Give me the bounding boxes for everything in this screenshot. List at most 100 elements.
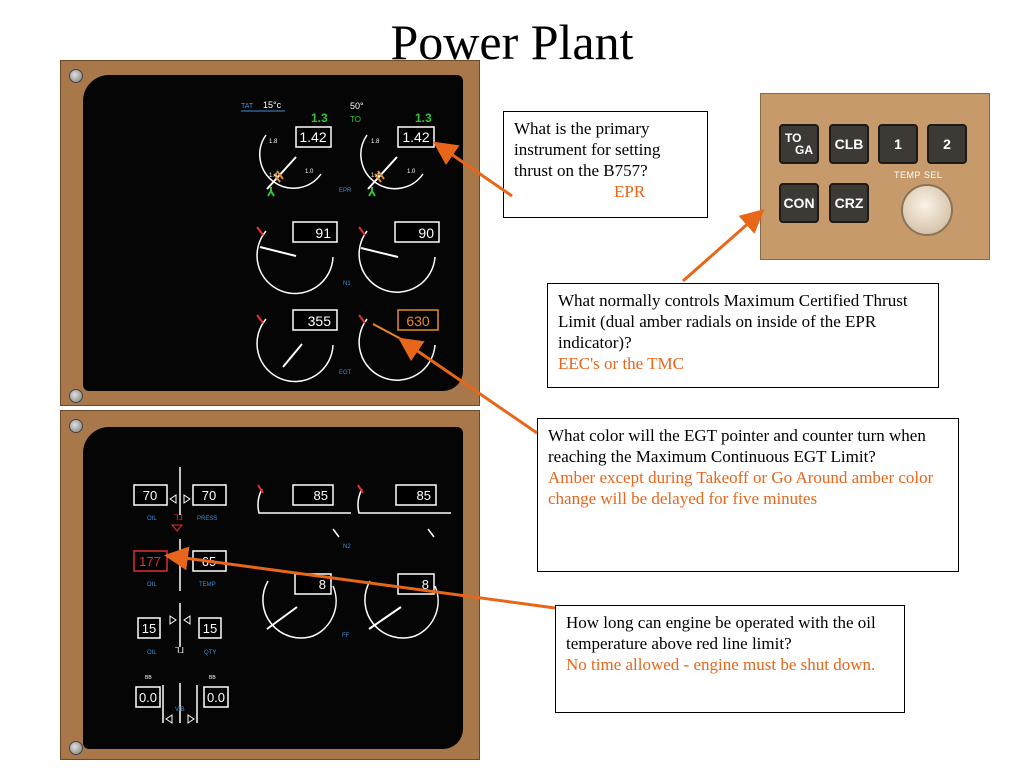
bb-label-right: BB xyxy=(209,675,216,681)
n1-left-arc xyxy=(256,230,334,295)
temp-label: TEMP xyxy=(199,582,216,588)
epr-limit-left: 1.3 xyxy=(311,111,328,125)
epr-left-box xyxy=(295,126,332,148)
egt-label: EGT xyxy=(339,370,352,376)
epr-right-value: 1.42 xyxy=(402,129,429,145)
oil-press-right-value: 70 xyxy=(202,488,216,503)
question-box-2: What normally controls Maximum Certified… xyxy=(547,283,939,388)
thrust-2-button[interactable]: 2 xyxy=(927,124,967,164)
n2-right-box xyxy=(395,484,437,506)
vib-left-box xyxy=(135,686,161,708)
question-text: What color will the EGT pointer and coun… xyxy=(548,426,926,466)
egt-right-box xyxy=(397,309,439,331)
oil-temp-left-value: 177 xyxy=(139,554,161,569)
oil-label-2: OIL xyxy=(147,582,157,588)
oil-qty-left-box xyxy=(137,617,161,639)
epr-limit-right: 1.3 xyxy=(415,111,432,125)
ff-label: FF xyxy=(342,633,350,639)
oil-qty-right-value: 15 xyxy=(203,621,217,636)
epr-left-18: 1.8 xyxy=(269,139,278,145)
thrust-1-button[interactable]: 1 xyxy=(878,124,918,164)
thrust-mode-select-panel: TO GA CLB 1 2 CON CRZ TEMP SEL xyxy=(760,93,990,260)
arrow-mode-panel xyxy=(682,209,765,283)
oil-label-1: OIL xyxy=(147,516,157,522)
vib-left-value: 0.0 xyxy=(139,690,157,705)
epr-right-pointer xyxy=(367,156,398,190)
epr-left-10: 1.0 xyxy=(305,169,314,175)
n1-right-arc xyxy=(358,230,436,293)
epr-label: EPR xyxy=(339,188,352,194)
question-text: What normally controls Maximum Certified… xyxy=(558,291,908,352)
oil-press-left-box xyxy=(133,484,168,506)
oil-press-left-value: 70 xyxy=(143,488,157,503)
question-text: What is the primary instrument for setti… xyxy=(514,119,661,180)
upper-eicas-panel: TAT 15°c 50° TO 1.3 1.3 1.8 1.4 1.0 1.42… xyxy=(60,60,480,406)
egt-left-arc xyxy=(256,318,334,383)
toga-button[interactable]: TO GA xyxy=(779,124,819,164)
n1-left-pointer xyxy=(259,246,297,257)
temp-sel-label: TEMP SEL xyxy=(894,170,943,180)
n2-right-value: 85 xyxy=(417,488,431,503)
bb-label-left: BB xyxy=(145,675,152,681)
n1-left-box xyxy=(292,221,338,243)
toga-top-label: TO xyxy=(785,131,802,145)
ff-right-pointer xyxy=(368,606,402,630)
answer-text: EEC's or the TMC xyxy=(558,354,684,373)
thrust-mode: TO xyxy=(350,115,361,124)
con-button[interactable]: CON xyxy=(779,183,819,223)
epr-left-value: 1.42 xyxy=(299,129,326,145)
question-box-3: What color will the EGT pointer and coun… xyxy=(537,418,959,572)
temp-sel-knob[interactable] xyxy=(901,184,953,236)
lower-eicas-display: 70 70 OIL PRESS ⅂⅃ 177 65 OIL TEMP 15 15… xyxy=(133,467,451,724)
egt-right-value: 630 xyxy=(406,313,430,329)
vib-right-value: 0.0 xyxy=(207,690,225,705)
vib-right-box xyxy=(203,686,229,708)
screw-icon xyxy=(69,741,83,755)
epr-right-10: 1.0 xyxy=(407,169,416,175)
screw-icon xyxy=(69,69,83,83)
assumed-temp: 50° xyxy=(350,101,364,111)
tat-label: TAT xyxy=(241,103,254,110)
n1-right-pointer xyxy=(360,247,399,258)
n2-left-value: 85 xyxy=(314,488,328,503)
n1-left-value: 91 xyxy=(315,225,331,241)
egt-left-value: 355 xyxy=(308,313,332,329)
epr-right-18: 1.8 xyxy=(371,139,380,145)
egt-left-pointer xyxy=(282,343,303,368)
oil-qty-left-value: 15 xyxy=(142,621,156,636)
egt-left-box xyxy=(292,309,338,331)
oil-qty-right-box xyxy=(198,617,222,639)
epr-right-box xyxy=(397,126,435,148)
screw-icon xyxy=(69,389,83,403)
epr-left-pointer xyxy=(266,156,297,190)
oil-label-3: OIL xyxy=(147,650,157,656)
epr-right-arc xyxy=(360,134,424,190)
answer-text: No time allowed - engine must be shut do… xyxy=(566,655,876,674)
qty-label: QTY xyxy=(204,650,216,656)
answer-text: Amber except during Takeoff or Go Around… xyxy=(548,468,934,508)
toga-bottom-label: GA xyxy=(795,143,813,157)
epr-left-14: 1.4 xyxy=(269,173,278,179)
question-box-4: How long can engine be operated with the… xyxy=(555,605,905,713)
tat-value: 15°c xyxy=(263,100,282,110)
clb-button[interactable]: CLB xyxy=(829,124,869,164)
svg-text:⅂⅃: ⅂⅃ xyxy=(174,513,183,522)
lower-eicas-panel: 70 70 OIL PRESS ⅂⅃ 177 65 OIL TEMP 15 15… xyxy=(60,410,480,760)
egt-right-pointer xyxy=(372,323,404,341)
n2-left-box xyxy=(292,484,334,506)
n1-label: N1 xyxy=(343,281,351,287)
screw-icon xyxy=(69,419,83,433)
question-box-1: What is the primary instrument for setti… xyxy=(503,111,708,218)
crz-button[interactable]: CRZ xyxy=(829,183,869,223)
n2-label: N2 xyxy=(343,544,351,550)
n1-right-value: 90 xyxy=(418,225,434,241)
ff-right-value: 8 xyxy=(422,577,429,592)
epr-right-14: 1.4 xyxy=(371,173,380,179)
ff-left-pointer xyxy=(266,606,298,630)
question-text: How long can engine be operated with the… xyxy=(566,613,876,653)
oil-temp-right-value: 65 xyxy=(202,554,216,569)
answer-text: EPR xyxy=(614,182,646,201)
press-label: PRESS xyxy=(197,516,217,522)
svg-text:⅂⅃: ⅂⅃ xyxy=(175,646,184,655)
oil-press-right-box xyxy=(192,484,227,506)
